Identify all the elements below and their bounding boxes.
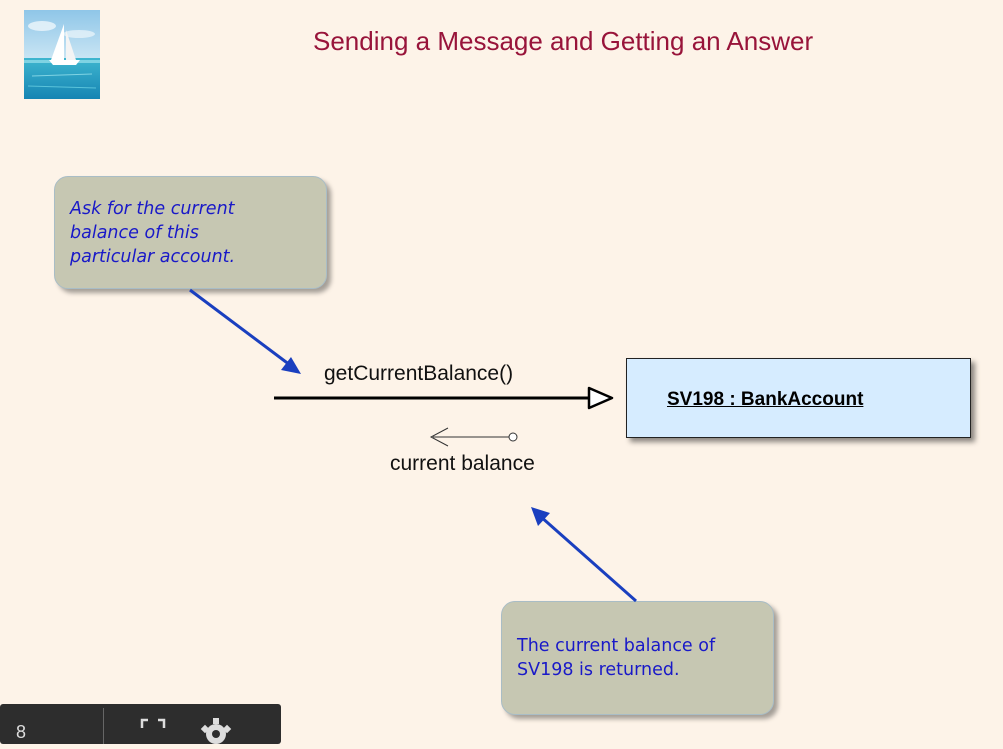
message-label: getCurrentBalance()	[324, 362, 514, 385]
return-arrow-circle	[508, 432, 518, 442]
slide-title: Sending a Message and Getting an Answer	[313, 26, 814, 56]
fullscreen-icon[interactable]	[140, 718, 166, 743]
pointer-arrow-top-head	[281, 357, 301, 374]
gear-icon[interactable]	[198, 716, 234, 749]
pointer-arrow-bottom-line	[539, 514, 637, 603]
pointer-arrow-top-line	[189, 288, 291, 367]
player-divider	[103, 708, 104, 744]
object-label: SV198 : BankAccount	[667, 389, 864, 410]
return-arrow-head	[429, 427, 449, 447]
sailboat-thumbnail	[24, 10, 100, 99]
bank-account-object: SV198 : BankAccount	[626, 358, 971, 438]
slide-number: 8	[16, 722, 27, 742]
player-controls-bar: 8	[0, 704, 281, 744]
callout-balance-returned: The current balance of SV198 is returned…	[501, 601, 774, 715]
pointer-arrow-bottom-head	[531, 507, 550, 526]
return-label: current balance	[390, 452, 535, 475]
message-arrow-head	[587, 386, 614, 410]
callout-ask-balance: Ask for the current balance of this part…	[54, 176, 327, 289]
